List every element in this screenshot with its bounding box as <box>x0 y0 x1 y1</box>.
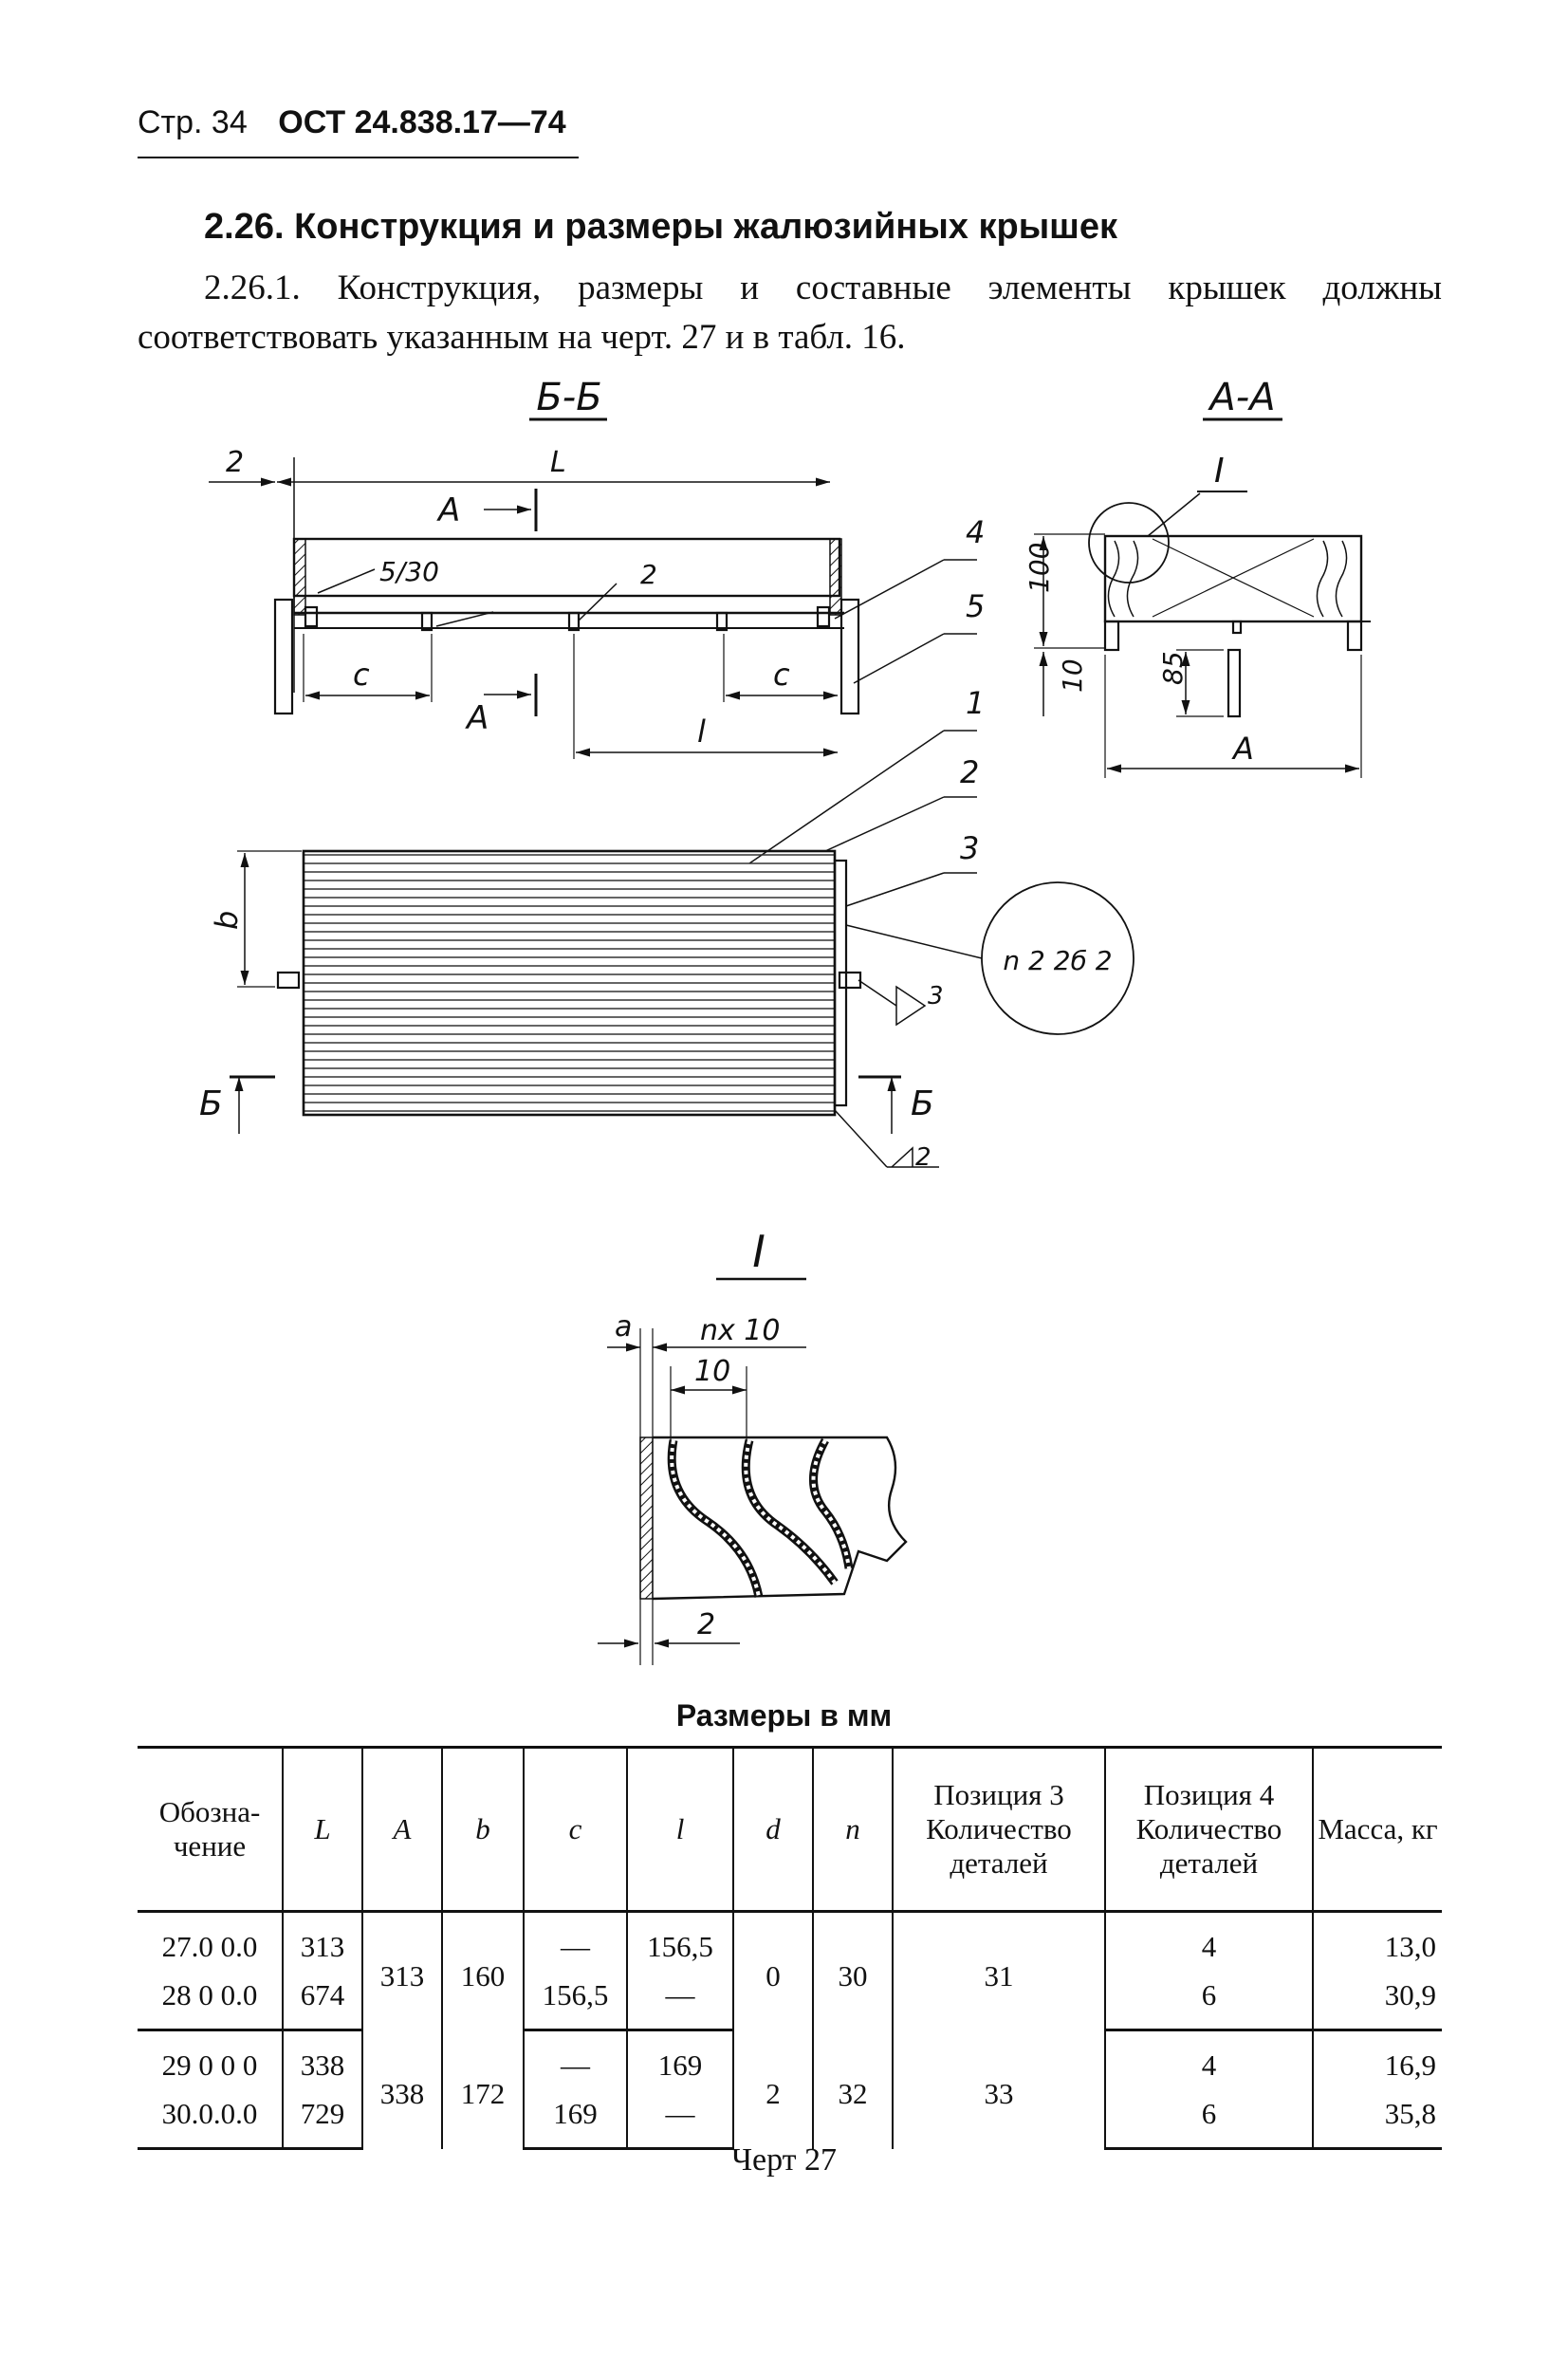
col-mass: Масса, кг <box>1312 1746 1442 1913</box>
cell-c: — <box>523 1911 627 1971</box>
col-b: b <box>441 1746 524 1913</box>
dim-2-label: 2 <box>226 446 244 479</box>
table-row: 30.0.0.0 729 169 — 6 35,8 <box>138 2089 1442 2150</box>
col-L: L <box>282 1746 362 1913</box>
dim-c-left: c <box>353 657 370 693</box>
detail-i-view: I a nx 10 10 2 <box>598 1226 908 1665</box>
detail-title: I <box>752 1226 766 1277</box>
det-10-label: 10 <box>694 1355 730 1388</box>
pos-5-label: 5 <box>966 588 985 624</box>
cell-c: 169 <box>523 2089 627 2150</box>
weld-5-30-label: 5/30 <box>379 556 439 587</box>
cell-L: 674 <box>282 1971 362 2031</box>
section-bb-title: Б-Б <box>536 376 601 419</box>
page-number: Стр. 34 <box>138 104 248 140</box>
det-2-label: 2 <box>697 1608 715 1641</box>
detail-ref-label: I <box>1214 452 1225 491</box>
cell-l: 156,5 <box>626 1911 733 1971</box>
col-pos4: Позиция 4 Количество деталей <box>1104 1746 1313 1913</box>
figure-caption: Черт 27 <box>730 2142 838 2178</box>
cell-mass: 16,9 <box>1312 2030 1442 2089</box>
table-row: 29 0 0 0 338 338 172 — 169 2 32 33 4 16,… <box>138 2030 1442 2149</box>
cell-L: 313 <box>282 1911 362 1971</box>
cell-designation: 30.0.0.0 <box>138 2089 283 2150</box>
dim-b-label: b <box>209 911 245 930</box>
cell-l: — <box>626 1971 733 2031</box>
dim-10-label: 10 <box>1057 658 1088 693</box>
cell-d: 2 <box>732 2030 813 2149</box>
dim-l-label: l <box>697 714 706 750</box>
cell-n: 32 <box>812 2030 893 2149</box>
pos-1-label: 1 <box>966 685 985 721</box>
dimensions-table: Обозна-чение L A b c l d n Позиция 3 Кол… <box>138 1746 1442 2150</box>
cell-pos3: 33 <box>892 2030 1105 2149</box>
cell-L: 729 <box>282 2089 362 2150</box>
section-paragraph: 2.26.1. Конструкция, размеры и составные… <box>138 269 1442 357</box>
weld-3-label: 3 <box>928 982 944 1010</box>
cell-A: 338 <box>361 2030 442 2149</box>
cut-a-top: А <box>436 491 460 529</box>
cell-L: 338 <box>282 2030 362 2089</box>
section-title: 2.26. Конструкция и размеры жалюзийных к… <box>204 207 1117 247</box>
cell-designation: 28 0 0.0 <box>138 1971 283 2031</box>
cell-mass: 13,0 <box>1312 1911 1442 1971</box>
pos-3-label: 3 <box>960 830 979 866</box>
dim-c-right: c <box>773 657 790 693</box>
cell-c: 156,5 <box>523 1971 627 2031</box>
page-header: Стр. 34 ОСТ 24.838.17—74 <box>138 104 566 141</box>
col-l: l <box>626 1746 733 1913</box>
units-caption: Размеры в мм <box>675 1698 893 1733</box>
col-pos3: Позиция 3 Количество деталей <box>892 1746 1105 1913</box>
col-designation: Обозна-чение <box>138 1746 283 1913</box>
cell-pos3: 31 <box>892 1911 1105 2030</box>
cell-mass: 35,8 <box>1312 2089 1442 2150</box>
table-header-row: Обозна-чение L A b c l d n Позиция 3 Кол… <box>138 1746 1442 1913</box>
cell-b: 160 <box>441 1911 524 2030</box>
reference-circle-label: n 2 2б 2 <box>1003 945 1112 976</box>
header-rule <box>138 157 579 158</box>
col-n: n <box>812 1746 893 1913</box>
cell-designation: 29 0 0 0 <box>161 2048 258 2082</box>
table-row: 28 0 0.0 674 156,5 — 6 30,9 <box>138 1971 1442 2031</box>
dim-100-label: 100 <box>1024 543 1055 593</box>
table-row: 27.0 0.0 313 313 160 — 156,5 0 30 31 4 1… <box>138 1911 1442 2030</box>
det-nx10-label: nx 10 <box>700 1314 780 1347</box>
cell-pos4: 6 <box>1104 1971 1313 2031</box>
dim-L-label: L <box>550 446 566 479</box>
cell-l: — <box>626 2089 733 2150</box>
technical-drawing: Б-Б 2 L А 5/30 2 <box>199 376 1371 1665</box>
cell-pos4: 4 <box>1104 1911 1313 1971</box>
standard-code: ОСТ 24.838.17—74 <box>278 104 566 140</box>
section-aa-view: А-А I 100 10 85 <box>1024 376 1371 778</box>
cell-d: 0 <box>732 1911 813 2030</box>
pos-4-label: 4 <box>966 514 985 550</box>
cell-pos4: 4 <box>1104 2030 1313 2089</box>
weld-2-label: 2 <box>640 559 657 590</box>
cut-a-bottom: А <box>465 699 489 737</box>
cell-c: — <box>523 2030 627 2089</box>
section-bb-view: Б-Б 2 L А 5/30 2 <box>209 376 985 864</box>
cell-A: 313 <box>361 1911 442 2030</box>
pos-2-label: 2 <box>960 754 979 790</box>
col-d: d <box>732 1746 813 1913</box>
cell-designation: 27.0 0.0 <box>161 1929 258 1963</box>
cut-b-right: Б <box>911 1084 934 1123</box>
dim-A-label: A <box>1231 731 1254 767</box>
cell-mass: 30,9 <box>1312 1971 1442 2031</box>
cell-b: 172 <box>441 2030 524 2149</box>
det-a-label: a <box>615 1310 632 1344</box>
col-c: c <box>523 1746 627 1913</box>
weld-2-bottom-label: 2 <box>915 1143 932 1172</box>
cell-l: 169 <box>626 2030 733 2089</box>
cell-pos4: 6 <box>1104 2089 1313 2150</box>
section-aa-title: А-А <box>1207 376 1275 419</box>
col-A: A <box>361 1746 442 1913</box>
cell-n: 30 <box>812 1911 893 2030</box>
cut-b-left: Б <box>199 1084 223 1123</box>
plan-view: b Б Б 2 3 n 2 2б 2 3 2 <box>199 754 1134 1172</box>
dim-85-label: 85 <box>1157 651 1189 685</box>
